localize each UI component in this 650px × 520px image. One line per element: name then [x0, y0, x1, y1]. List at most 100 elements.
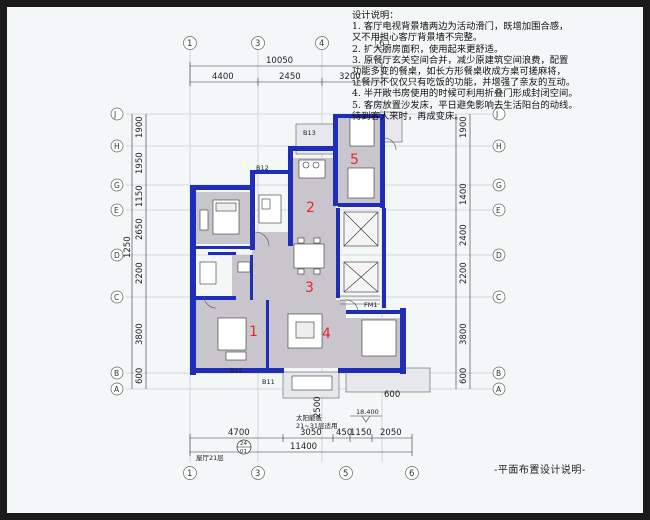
- misc-label: 太阳能板: [296, 413, 323, 422]
- axis-label-left: E: [114, 206, 119, 215]
- dim-bottom: 4700: [228, 428, 250, 438]
- dim-right: 1900: [459, 116, 469, 138]
- room-number-1: 1: [249, 324, 258, 340]
- dim-top: 3200: [339, 72, 361, 82]
- furniture: [199, 117, 397, 391]
- axis-label-right: H: [496, 142, 502, 151]
- note-line: 功能多变的餐桌，如长方形餐桌收成方桌可搓麻将，: [352, 66, 566, 78]
- axis-label-right: E: [496, 206, 501, 215]
- dim-left: 1900: [135, 116, 145, 138]
- axis-label-top: 4: [319, 39, 324, 49]
- dim-left: 1950: [135, 152, 145, 174]
- wardrobe: [199, 209, 209, 231]
- shoe-cabinet: [237, 261, 251, 273]
- bed-bedroom: [217, 317, 247, 351]
- room-numbers: 1 2 3 4 5: [249, 152, 359, 342]
- study-bed: [361, 319, 397, 357]
- toilet-area: [199, 261, 217, 285]
- axis-label-bottom: 6: [409, 469, 414, 479]
- dim-left: 1150: [135, 185, 145, 207]
- design-notes: 设计说明： 1. 客厅电视背景墙两边为活动滑门，既增加围合感， 又不用担心客厅背…: [352, 10, 644, 122]
- misc-label: 屋厅21层: [196, 454, 224, 462]
- left-dimension-lines: [131, 114, 147, 389]
- dim-top: 2450: [279, 72, 301, 82]
- dim-bottom: 450: [336, 428, 352, 438]
- room-number-3: 3: [305, 280, 314, 296]
- axis-label-right: C: [496, 293, 501, 302]
- room-number-4: 4: [322, 326, 331, 342]
- dim-left: 2650: [135, 218, 145, 240]
- note-line: 5. 客房放置沙发床，平日避免影响去生活阳台的动线。: [352, 99, 578, 111]
- dim-bottom: 3050: [300, 428, 322, 438]
- dim-right: 600: [459, 368, 469, 384]
- room-number-5: 5: [350, 152, 359, 168]
- axis-bubbles-left: J H G E D C B A: [110, 107, 124, 396]
- top-dimension-lines: [189, 62, 383, 86]
- note-line: 4. 半开敞书房使用的时候可利用折叠门形成封闭空间。: [352, 88, 578, 100]
- dim-right: 1400: [459, 183, 469, 205]
- section-marker-sheet: 01: [240, 449, 247, 455]
- walls: [190, 114, 406, 375]
- section-marker-number: 24: [240, 441, 247, 447]
- dim-right: 2200: [459, 262, 469, 284]
- sofa-bed: [347, 167, 375, 199]
- axis-label-top: 1: [187, 39, 192, 49]
- axis-bubbles-top: 1 3 4 6: [183, 36, 389, 50]
- axis-label-left: D: [114, 251, 120, 260]
- axis-label-left: G: [114, 181, 120, 190]
- axis-label-left: H: [114, 142, 120, 151]
- axis-label-bottom: 5: [343, 469, 348, 479]
- axis-label-right: A: [496, 385, 502, 394]
- dim-left: 1250: [123, 236, 133, 258]
- axis-bubbles-bottom: 1 3 5 6: [183, 466, 419, 480]
- axis-label-left: C: [114, 293, 119, 302]
- misc-label: 21~31层适用: [296, 421, 338, 430]
- note-line: 待到客人来时，再成变床。: [352, 110, 464, 122]
- dim-right: 2400: [459, 224, 469, 246]
- note-line: 又不用担心客厅背景墙不完整。: [352, 32, 483, 44]
- axis-bubbles-right: J H G E D C B A: [492, 107, 506, 396]
- axis-label-left: B: [114, 369, 119, 378]
- drawing-caption: -平面布置设计说明-: [494, 465, 586, 476]
- tag-label: B11: [262, 378, 275, 386]
- axis-label-right: B: [496, 369, 501, 378]
- axis-label-top: 3: [255, 39, 260, 49]
- bottom-dimension-lines: [189, 434, 413, 456]
- axis-label-left: J: [113, 110, 116, 119]
- dim-bottom: 1150: [350, 428, 372, 438]
- tag-label: FM1: [364, 301, 377, 309]
- note-line: 1. 客厅电视背景墙两边为活动滑门，既增加围合感，: [352, 21, 569, 33]
- note-line: 3. 原餐厅玄关空间合并，减少原建筑空间浪费，配置: [352, 54, 569, 66]
- axis-label-top: 6: [379, 39, 384, 49]
- dimension-texts: 10050 4400 2450 3200 1900 1950 1150 2650…: [123, 56, 469, 452]
- balcony-bench: [291, 375, 333, 391]
- dim-right: 3800: [459, 323, 469, 345]
- axis-label-right: J: [495, 110, 498, 119]
- notes-title: 设计说明：: [352, 10, 399, 21]
- axis-label-right: D: [496, 251, 502, 260]
- dim-left: 3800: [135, 323, 145, 345]
- guest-cabinet: [349, 117, 375, 147]
- axis-label-right: G: [496, 181, 502, 190]
- section-marker: 24 01: [236, 439, 252, 455]
- tags: B13 B12 B11 FM1 B11 太阳能板 21~31层适用 18.400…: [196, 129, 379, 462]
- dim-left: 600: [135, 368, 145, 384]
- stair-hatching: [340, 295, 380, 305]
- dining-table: [293, 243, 325, 269]
- door-swings: [203, 137, 397, 313]
- tag-label: B11: [230, 367, 243, 375]
- misc-label: 18.400: [356, 408, 379, 416]
- dim-top: 4400: [212, 72, 234, 82]
- tag-label: B13: [303, 129, 316, 137]
- dim-misc: 600: [384, 390, 400, 400]
- dim-left: 2200: [135, 262, 145, 284]
- dim-misc: 2500: [313, 396, 323, 418]
- axis-label-bottom: 1: [187, 469, 192, 479]
- dim-top-total: 10050: [266, 56, 293, 66]
- right-dimension-lines: [455, 114, 471, 389]
- room-number-2: 2: [306, 200, 315, 216]
- tag-label: B12: [256, 164, 269, 172]
- dim-bottom: 2050: [380, 428, 402, 438]
- axis-label-bottom: 3: [255, 469, 260, 479]
